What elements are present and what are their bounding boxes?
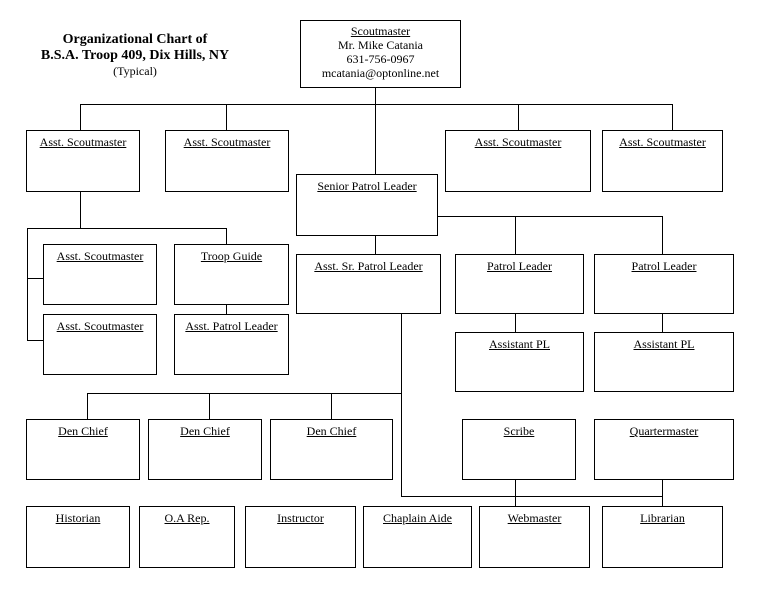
box-label: Assistant PL — [488, 337, 550, 351]
asst-scoutmaster-box-2: Asst. Scoutmaster — [165, 130, 289, 192]
senior-patrol-leader-box: Senior Patrol Leader — [296, 174, 438, 236]
box-label: Asst. Scoutmaster — [56, 249, 144, 263]
asst-scoutmaster-box-1: Asst. Scoutmaster — [26, 130, 140, 192]
asst-scoutmaster-box-3: Asst. Scoutmaster — [445, 130, 591, 192]
box-label: Den Chief — [58, 424, 108, 438]
den-chief-box-1: Den Chief — [26, 419, 140, 480]
box-label: O.A Rep. — [164, 511, 210, 525]
title-line-2: B.S.A. Troop 409, Dix Hills, NY — [40, 48, 230, 63]
scoutmaster-email: mcatania@optonline.net — [321, 66, 440, 80]
box-label: Senior Patrol Leader — [317, 179, 417, 193]
chart-title: Organizational Chart of B.S.A. Troop 409… — [30, 32, 240, 78]
box-label: Scribe — [503, 424, 535, 438]
box-label: Asst. Scoutmaster — [619, 135, 706, 149]
title-line-3: (Typical) — [113, 64, 157, 78]
assistant-pl-box-2: Assistant PL — [594, 332, 734, 392]
box-label: Librarian — [640, 511, 685, 525]
scribe-box: Scribe — [462, 419, 576, 480]
assistant-pl-box-1: Assistant PL — [455, 332, 584, 392]
box-label: Troop Guide — [200, 249, 263, 263]
librarian-box: Librarian — [602, 506, 723, 568]
box-label: Historian — [55, 511, 101, 525]
asst-scoutmaster-box-6: Asst. Scoutmaster — [43, 314, 157, 375]
quartermaster-box: Quartermaster — [594, 419, 734, 480]
asst-patrol-leader-box: Asst. Patrol Leader — [174, 314, 289, 375]
box-label: Asst. Scoutmaster — [56, 319, 144, 333]
box-label: Quartermaster — [629, 424, 699, 438]
asst-sr-patrol-leader-box: Asst. Sr. Patrol Leader — [296, 254, 441, 314]
scoutmaster-role: Scoutmaster — [350, 24, 411, 38]
scoutmaster-name: Mr. Mike Catania — [338, 38, 423, 52]
scoutmaster-phone: 631-756-0967 — [346, 52, 415, 66]
box-label: Asst. Sr. Patrol Leader — [314, 259, 423, 273]
webmaster-box: Webmaster — [479, 506, 590, 568]
box-label: Instructor — [277, 511, 324, 525]
troop-guide-box: Troop Guide — [174, 244, 289, 305]
patrol-leader-box-1: Patrol Leader — [455, 254, 584, 314]
box-label: Chaplain Aide — [383, 511, 452, 525]
patrol-leader-box-2: Patrol Leader — [594, 254, 734, 314]
box-label: Webmaster — [507, 511, 562, 525]
oa-rep-box: O.A Rep. — [139, 506, 235, 568]
asst-scoutmaster-box-5: Asst. Scoutmaster — [43, 244, 157, 305]
box-label: Patrol Leader — [631, 259, 697, 273]
title-line-1: Organizational Chart of — [62, 32, 208, 47]
instructor-box: Instructor — [245, 506, 356, 568]
box-label: Den Chief — [306, 424, 357, 438]
box-label: Asst. Patrol Leader — [185, 319, 278, 333]
den-chief-box-3: Den Chief — [270, 419, 393, 480]
scoutmaster-box: Scoutmaster Mr. Mike Catania 631-756-096… — [300, 20, 461, 88]
historian-box: Historian — [26, 506, 130, 568]
box-label: Asst. Scoutmaster — [183, 135, 271, 149]
box-label: Asst. Scoutmaster — [474, 135, 562, 149]
asst-scoutmaster-box-4: Asst. Scoutmaster — [602, 130, 723, 192]
den-chief-box-2: Den Chief — [148, 419, 262, 480]
box-label: Den Chief — [180, 424, 230, 438]
box-label: Asst. Scoutmaster — [39, 135, 127, 149]
box-label: Patrol Leader — [487, 259, 552, 273]
chaplain-aide-box: Chaplain Aide — [363, 506, 472, 568]
box-label: Assistant PL — [633, 337, 695, 351]
